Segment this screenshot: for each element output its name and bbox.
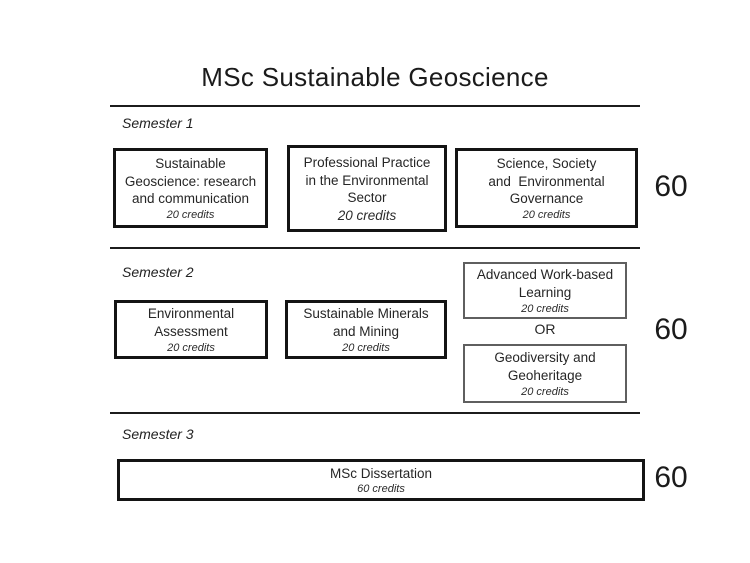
module-msc-dissertation: MSc Dissertation 60 credits [117, 459, 645, 501]
module-sustainable-minerals-mining: Sustainable Minerals and Mining 20 credi… [285, 300, 447, 359]
module-professional-practice: Professional Practice in the Environment… [287, 145, 447, 232]
module-title: Advanced Work-based Learning [476, 267, 614, 300]
module-credits: 20 credits [521, 385, 569, 398]
semester-3-divider [110, 412, 640, 414]
module-science-society-governance: Science, Society and Environmental Gover… [455, 148, 638, 228]
module-credits: 20 credits [167, 341, 215, 354]
module-title: Geodiversity and Geoheritage [494, 350, 596, 383]
module-title: Professional Practice in the Environment… [303, 154, 431, 206]
module-advanced-work-based-learning: Advanced Work-based Learning 20 credits [463, 262, 627, 319]
module-title: Science, Society and Environmental Gover… [488, 155, 605, 207]
semester-3-label: Semester 3 [122, 426, 194, 442]
semester-1-label: Semester 1 [122, 115, 194, 131]
module-credits: 20 credits [166, 209, 215, 222]
module-credits: 60 credits [357, 483, 405, 496]
semester-2-total-credits: 60 [654, 313, 688, 346]
semester-1-total-credits: 60 [654, 170, 688, 203]
module-credits: 20 credits [337, 208, 397, 224]
module-title: Sustainable Geoscience: research and com… [124, 155, 257, 207]
module-environmental-assessment: Environmental Assessment 20 credits [114, 300, 268, 359]
semester-3-total-credits: 60 [654, 461, 688, 494]
module-title: Sustainable Minerals and Mining [303, 306, 429, 339]
semester-1-divider [110, 105, 640, 107]
module-credits: 20 credits [342, 341, 390, 354]
module-title: MSc Dissertation [329, 465, 433, 481]
or-label: OR [534, 321, 556, 337]
module-credits: 20 credits [522, 209, 571, 222]
semester-2-label: Semester 2 [122, 264, 194, 280]
module-sustainable-geoscience: Sustainable Geoscience: research and com… [113, 148, 268, 228]
page-title: MSc Sustainable Geoscience [201, 62, 549, 92]
module-title: Environmental Assessment [147, 306, 235, 339]
module-geodiversity-geoheritage: Geodiversity and Geoheritage 20 credits [463, 344, 627, 403]
semester-2-divider [110, 247, 640, 249]
module-credits: 20 credits [521, 302, 569, 315]
